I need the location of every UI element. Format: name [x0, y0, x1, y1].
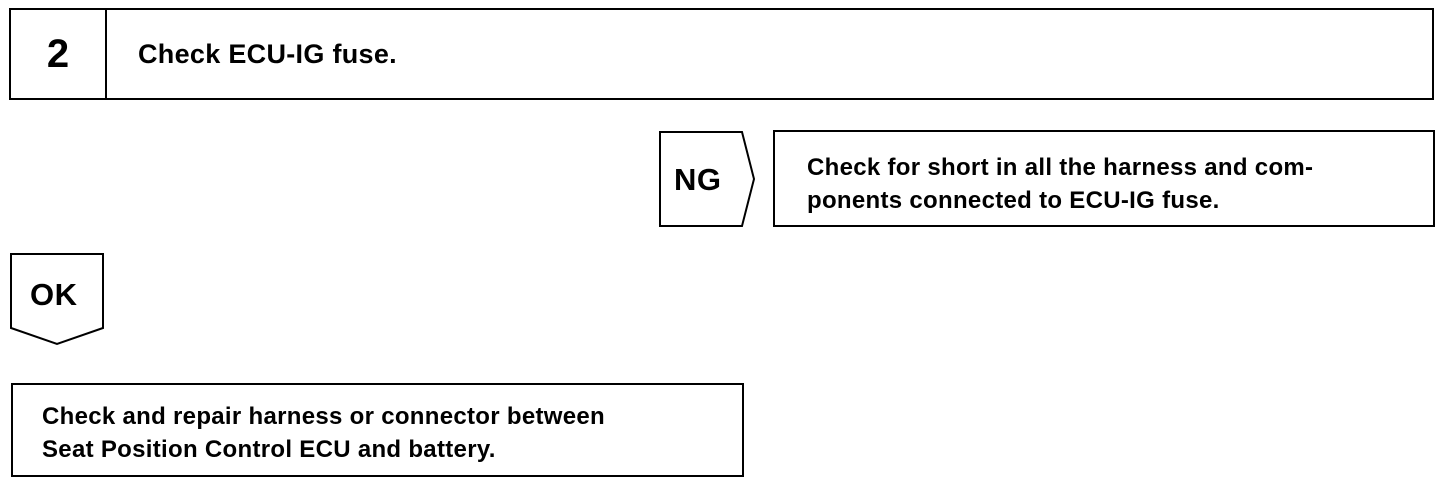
ng-label: NG — [674, 162, 722, 197]
ng-action-box: Check for short in all the harness and c… — [773, 130, 1435, 227]
ng-action-line-2: ponents connected to ECU-IG fuse. — [807, 187, 1220, 214]
ok-action-line-2: Seat Position Control ECU and battery. — [42, 436, 496, 463]
ok-label: OK — [30, 277, 78, 312]
step-header: 2 Check ECU-IG fuse. — [9, 8, 1434, 100]
ok-action-box: Check and repair harness or connector be… — [11, 383, 744, 477]
ok-action-line-1: Check and repair harness or connector be… — [42, 403, 606, 430]
ng-action-line-1: Check for short in all the harness and c… — [807, 154, 1314, 181]
step-title: Check ECU-IG fuse. — [138, 38, 397, 69]
step-number: 2 — [11, 10, 107, 98]
ng-arrow-shape — [659, 131, 756, 227]
ng-action-text: Check for short in all the harness and c… — [807, 151, 1313, 217]
ok-action-text: Check and repair harness or connector be… — [42, 400, 605, 466]
ok-arrow-shape — [10, 253, 104, 346]
